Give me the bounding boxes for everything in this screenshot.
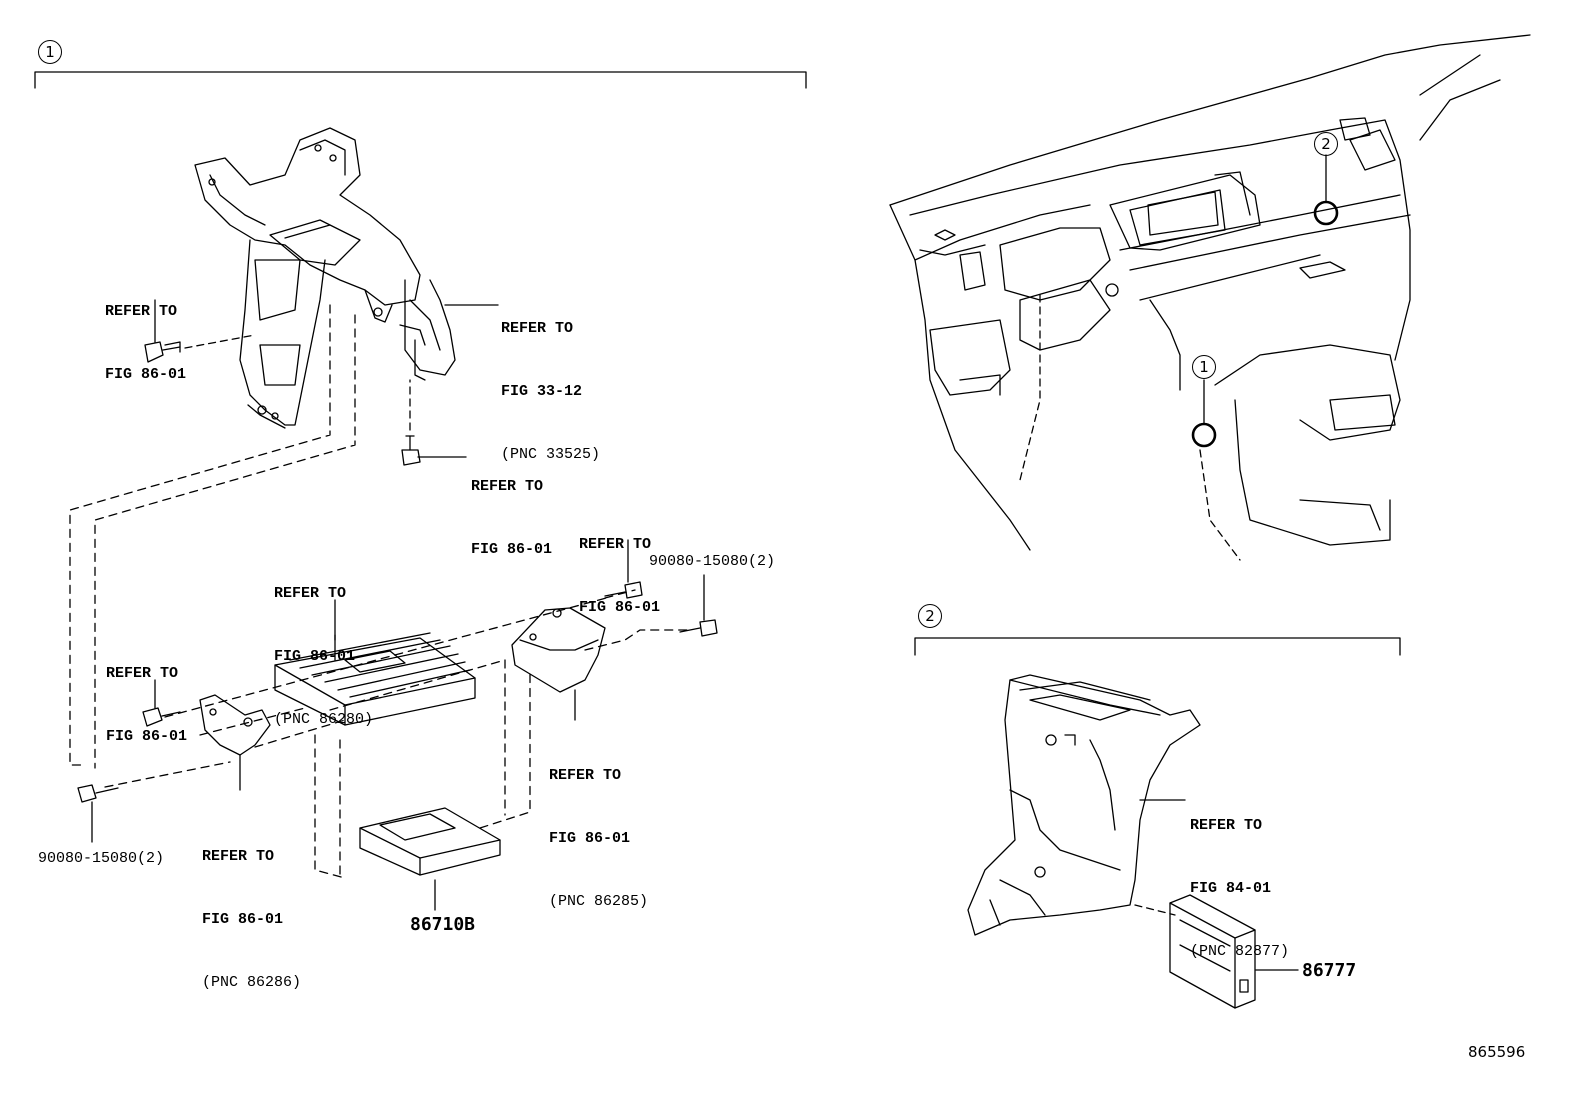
callout-line: REFER TO xyxy=(1190,817,1263,834)
callout-line: FIG 86-01 xyxy=(549,830,631,847)
part-number-bolt-left: 90080-15080(2) xyxy=(38,850,165,867)
callout-line: REFER TO xyxy=(106,665,179,682)
callout-line: FIG 33-12 xyxy=(501,383,583,400)
group2-bracket xyxy=(914,637,1401,656)
callout-line: FIG 86-01 xyxy=(105,366,187,383)
callout-line: REFER TO xyxy=(549,767,622,784)
callout-line: REFER TO xyxy=(579,536,652,553)
bolt-left-mid xyxy=(142,679,181,727)
callout-line: FIG 84-01 xyxy=(1190,880,1272,897)
callout-pnc: (PNC 33525) xyxy=(501,446,601,463)
callout-c2: REFER TO FIG 33-12 (PNC 33525) xyxy=(501,276,600,486)
callout-line: FIG 86-01 xyxy=(274,648,356,665)
module-86777 xyxy=(1169,894,1299,1009)
callout-c6: REFER TO FIG 86-01 xyxy=(106,621,187,768)
callout-c3: REFER TO FIG 86-01 xyxy=(471,434,552,581)
part-number-86710b: 86710B xyxy=(410,914,476,935)
phantom-lines xyxy=(69,304,691,881)
callout-pnc: (PNC 82877) xyxy=(1190,943,1290,960)
callout-line: FIG 86-01 xyxy=(471,541,553,558)
part-number-86777: 86777 xyxy=(1302,960,1357,981)
callout-line: REFER TO xyxy=(105,303,178,320)
console-phantom xyxy=(1134,904,1176,916)
callout-c4: REFER TO FIG 86-01 xyxy=(579,492,660,639)
location-circle-2 xyxy=(1313,200,1339,226)
overview-phantom-lines xyxy=(1019,294,1241,561)
callout-pnc: (PNC 86285) xyxy=(549,893,649,910)
group1-bracket xyxy=(34,71,807,89)
callout-line: REFER TO xyxy=(471,478,544,495)
callout-line: REFER TO xyxy=(274,585,347,602)
callout-c8: REFER TO FIG 86-01 (PNC 86286) xyxy=(202,804,301,1014)
bracket-left xyxy=(199,694,271,791)
bolt-left-top xyxy=(144,341,181,363)
group2-number: 2 xyxy=(918,604,942,628)
bolt-center xyxy=(401,435,421,466)
bolt-upper-right xyxy=(604,539,643,599)
bracket-right xyxy=(511,607,606,721)
callout-c7: REFER TO FIG 86-01 (PNC 86285) xyxy=(549,723,648,933)
part-number-bolt-right: 90080-15080(2) xyxy=(649,553,776,570)
bolt-lower-left xyxy=(77,784,119,843)
location-circle-1 xyxy=(1191,422,1217,448)
bolt-right xyxy=(679,574,718,637)
dashboard-overview xyxy=(889,34,1531,551)
callout-line: REFER TO xyxy=(202,848,275,865)
callout-line: FIG 86-01 xyxy=(202,911,284,928)
group1-number: 1 xyxy=(38,40,62,64)
callout-line: FIG 86-01 xyxy=(106,728,188,745)
callout-pnc: (PNC 86286) xyxy=(202,974,302,991)
overview-marker-2: 2 xyxy=(1314,132,1338,156)
callout-pnc: (PNC 86280) xyxy=(274,711,374,728)
callout-line: REFER TO xyxy=(501,320,574,337)
support-bracket xyxy=(194,127,456,429)
module-86710b xyxy=(359,807,501,911)
callout-c1: REFER TO FIG 86-01 xyxy=(105,259,186,406)
figure-id: 865596 xyxy=(1468,1043,1526,1061)
console-bracket xyxy=(967,674,1201,936)
amplifier-unit xyxy=(274,632,476,726)
callout-c5: REFER TO FIG 86-01 (PNC 86280) xyxy=(274,541,373,751)
overview-marker-1: 1 xyxy=(1192,355,1216,379)
callout-g2: REFER TO FIG 84-01 (PNC 82877) xyxy=(1190,773,1289,983)
phantom-line-1 xyxy=(184,334,256,349)
callout-line: FIG 86-01 xyxy=(579,599,661,616)
